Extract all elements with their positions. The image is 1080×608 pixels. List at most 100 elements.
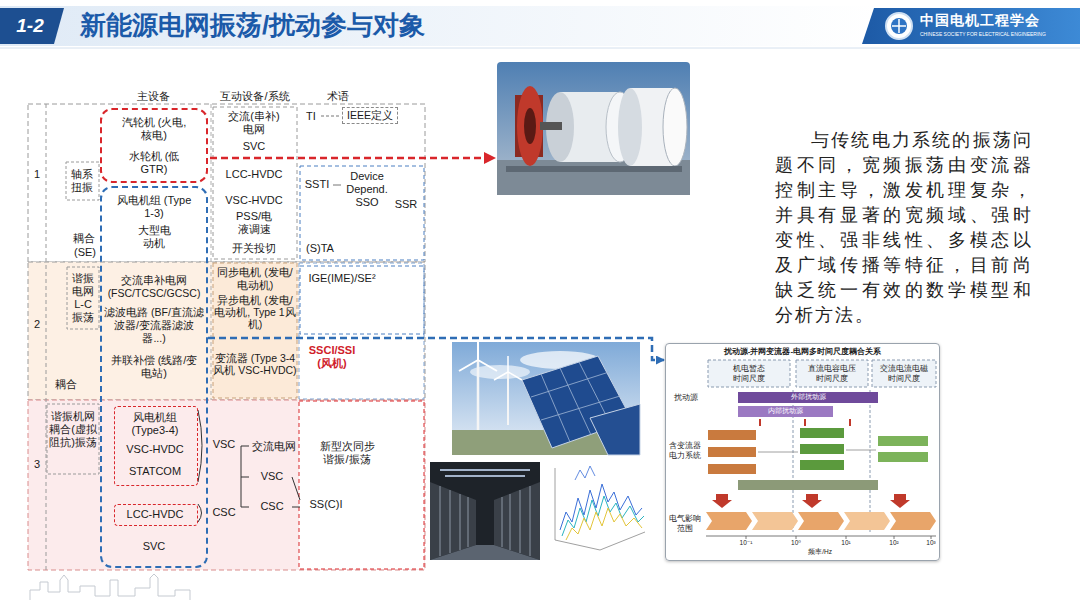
box-text: 滤波电路 (BF/直流滤波器/变流器滤波器...) [103, 306, 205, 345]
chart-graphics [872, 360, 936, 387]
bar-label: 内部扰动源 [738, 407, 833, 415]
axis-tick: 10⁻¹ [737, 539, 755, 547]
datacenter-photo [440, 470, 530, 476]
box-text: 汽轮机 (火电,核电) [119, 116, 189, 142]
generator-photo [517, 86, 543, 166]
axis-tick: 10⁰ [787, 539, 805, 547]
term-label: IGE(IME)/SE² [302, 272, 382, 285]
chart-header: 机电暂态时间尺度 [732, 364, 766, 383]
chart-graphics [738, 392, 878, 403]
chart-graphics [708, 447, 756, 457]
row-bands [28, 400, 425, 570]
group-frame [47, 107, 424, 522]
solar-wind-photo [459, 338, 497, 371]
chart-graphics [712, 494, 732, 508]
solar-wind-photo [494, 356, 522, 380]
term-label: SSCI/SSI (风机) [302, 344, 362, 370]
row-bands [28, 104, 425, 262]
row-label: 轴系扭振 [69, 168, 95, 194]
column-header: 互动设备/系统 [210, 90, 300, 103]
header-band [0, 6, 880, 46]
surface-plot [545, 458, 650, 555]
generator-photo [506, 166, 682, 172]
bracket-label: VSC [212, 438, 236, 451]
chart-graphics [800, 444, 844, 454]
term-label: SSR [393, 198, 419, 211]
solar-wind-photo [477, 360, 480, 430]
chart-header: 交流电流电磁时间尺度 [879, 364, 929, 383]
red-arrow [484, 152, 496, 164]
device-label: 异步电机 (发电/电动机, Type 1风机) [214, 294, 296, 330]
row-bands [28, 262, 425, 400]
body-text: 与传统电力系统的振荡问题不同，宽频振荡由变流器控制主导，激发机理复杂，并具有显著… [775, 128, 1033, 328]
group-frame [47, 404, 99, 474]
chart-graphics [798, 512, 844, 530]
chart-graphics [665, 343, 940, 561]
row-label: (SE) [71, 246, 99, 259]
chart-graphics [800, 460, 844, 470]
chart-graphics [890, 512, 936, 530]
chart-graphics [708, 464, 756, 474]
chart-header: 直流电容电压时间尺度 [807, 364, 857, 383]
chart-row-label: 扰动源 [670, 393, 702, 403]
term-box: IEEE定义 [342, 107, 398, 124]
group-frame [300, 266, 424, 334]
chart-graphics [800, 428, 844, 438]
row-bands [46, 104, 47, 570]
group-frame [67, 267, 99, 329]
column-header: 术语 [318, 90, 358, 103]
device-label: VSC-HVDC [214, 194, 294, 207]
datacenter-photo [430, 462, 540, 560]
box-text: 风电机组 (Type 1-3) [114, 194, 194, 220]
device-group: 风电机组 (Type 1-3) 大型电动机交流串补电网 (FSC/TCSC/GCS… [100, 186, 208, 568]
device-box: LCC-HVDC [114, 504, 198, 526]
header-band [892, 19, 906, 33]
box-text: 交流串补电网 (FSC/TCSC/GCSC) [103, 274, 205, 300]
surface-plot [555, 468, 645, 550]
term-label: SSTI [302, 178, 332, 191]
box-text: 大型电动机 [135, 224, 173, 250]
row-number: 1 [31, 168, 43, 181]
section-number: 1-2 [10, 14, 50, 38]
group-frame [198, 410, 202, 482]
header-band [862, 8, 1080, 44]
chart-graphics [738, 406, 833, 417]
header-band [0, 8, 64, 44]
term-label: 新型次同步谐振/振荡 [318, 440, 376, 466]
box-text: IEEE定义 [343, 109, 397, 122]
chart-graphics [738, 480, 878, 490]
solar-wind-photo [590, 404, 640, 455]
chart-graphics [752, 512, 798, 530]
term-label: Device Depend. SSO [342, 170, 392, 209]
group-frame [300, 166, 424, 260]
generator-photo [540, 122, 562, 130]
logo-text: 中国电机工程学会 [920, 12, 1070, 29]
row-bands [299, 401, 424, 569]
term-label: (S)TA [302, 242, 338, 255]
row-bands [211, 104, 212, 400]
group-frame [66, 162, 99, 200]
chart-graphics [802, 494, 822, 508]
device-group: 汽轮机 (火电,核电)水轮机 (低GTR) [100, 108, 208, 183]
chart-graphics [758, 450, 876, 452]
header-band [891, 18, 907, 34]
row-label: 耦合 [53, 378, 79, 391]
device-label: 变流器 (Type 3-4风机 VSC-HVDC) [212, 352, 298, 376]
chart-graphics [708, 360, 790, 387]
solar-wind-photo [507, 372, 509, 425]
device-label: 交流电网 [250, 440, 298, 453]
row-label: 谐振电网L-C振荡 [70, 272, 96, 324]
datacenter-photo [430, 462, 540, 560]
row-bands [299, 263, 424, 399]
box-text: STATCOM [115, 465, 195, 478]
chart-graphics [878, 436, 928, 446]
group-frame [213, 107, 297, 259]
group-frame [292, 477, 300, 507]
group-frame [241, 446, 249, 507]
header-band [0, 6, 1080, 48]
axis-tick: 10¹ [837, 539, 855, 547]
generator-photo [524, 108, 536, 144]
logo-text: CHINESE SOCIETY FOR ELECTRICAL ENGINEERI… [920, 31, 1075, 37]
device-label: 交流(串补)电网 [226, 110, 282, 136]
